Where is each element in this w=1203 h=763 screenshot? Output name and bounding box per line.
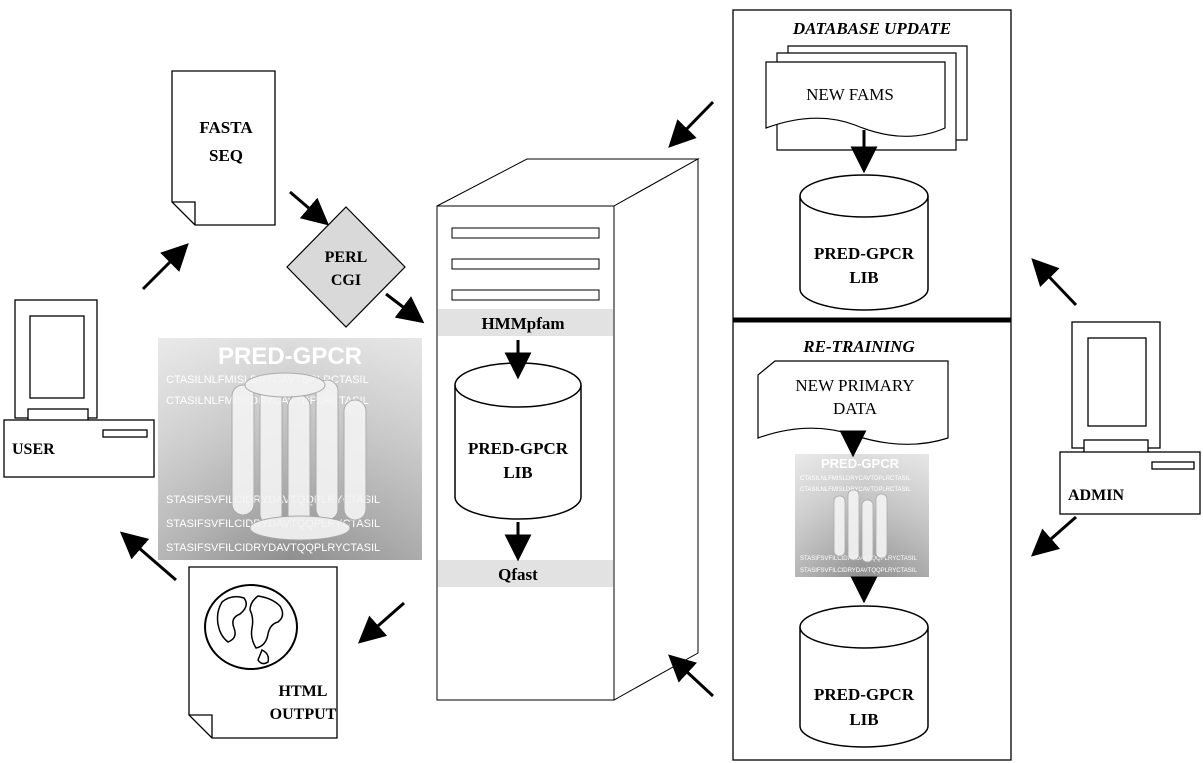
retraining-db-cylinder: [799, 605, 929, 748]
db-update-db-line2: LIB: [849, 268, 878, 287]
admin-label: ADMIN: [1068, 487, 1124, 504]
fasta-label: FASTA: [199, 118, 253, 137]
new-fams-label: NEW FAMS: [806, 85, 894, 104]
pred-gpcr-watermark: PRED-GPCR CTASILNLFMISLDRYCAVTDPLRCTASIL…: [158, 338, 422, 560]
arrow-server-to-output: [357, 601, 405, 644]
protein-helix-image: [231, 372, 367, 541]
watermark-title: PRED-GPCR: [218, 343, 362, 370]
retraining-db-line1: PRED-GPCR: [814, 685, 915, 704]
cgi-label: CGI: [331, 272, 361, 289]
database-update-title: DATABASE UPDATE: [792, 19, 951, 38]
arrow-fasta-to-perl: [289, 190, 330, 226]
right-panels-frame: [732, 9, 1012, 761]
db-update-cylinder: [799, 174, 929, 311]
arrow-admin-to-retraining: [1030, 515, 1077, 557]
small-watermark-seq-3: STASIFSVFILCIDRYDAVTQQPLRYCTASIL: [800, 556, 917, 562]
server-db-cylinder: [454, 362, 582, 520]
retraining-db-line2: LIB: [849, 710, 878, 729]
fasta-seq-document: [171, 70, 276, 226]
new-fams-stack: [765, 45, 968, 151]
new-primary-label: NEW PRIMARY: [795, 376, 914, 395]
data-label: DATA: [833, 399, 878, 418]
output-label: OUTPUT: [270, 706, 337, 723]
perl-label: PERL: [325, 249, 368, 266]
server-db-line2: LIB: [503, 463, 532, 482]
html-label: HTML: [279, 683, 328, 700]
user-computer: [3, 299, 155, 478]
retraining-title: RE-TRAINING: [802, 337, 915, 356]
arrow-update-to-server: [668, 100, 715, 148]
qfast-bar: [438, 560, 613, 587]
user-label: USER: [12, 441, 55, 458]
arrow-retraining-to-server: [668, 654, 715, 698]
admin-computer: [1059, 321, 1201, 515]
arrow-admin-to-update: [1031, 258, 1078, 307]
hmmpfam-label: HMMpfam: [481, 314, 564, 333]
small-watermark-seq-4: STASIFSVFILCIDRYDAVTQQPLRYCTASIL: [800, 568, 917, 574]
db-update-db-line1: PRED-GPCR: [814, 244, 915, 263]
small-pred-gpcr-watermark: PRED-GPCR CTASILNLFMISLDRYCAVTDPLRCTASIL…: [795, 454, 929, 577]
small-watermark-title: PRED-GPCR: [821, 456, 900, 471]
html-output-document: [188, 566, 338, 739]
seq-label: SEQ: [209, 146, 243, 165]
server-db-line1: PRED-GPCR: [468, 439, 569, 458]
qfast-label: Qfast: [498, 565, 538, 584]
small-watermark-seq-1: CTASILNLFMISLDRYCAVTDPLRCTASIL: [800, 476, 911, 482]
arrows: [119, 100, 1078, 698]
globe-icon: [204, 584, 298, 670]
watermark-seq-5: STASIFSVFILCIDRYDAVTQQPLRYCTASIL: [166, 542, 380, 554]
arrow-user-to-fasta: [141, 243, 189, 291]
perl-cgi-diamond: [286, 206, 406, 328]
hmmpfam-bar: [438, 309, 613, 336]
arrow-perl-to-server: [385, 292, 425, 324]
arrow-output-to-user: [119, 531, 177, 582]
